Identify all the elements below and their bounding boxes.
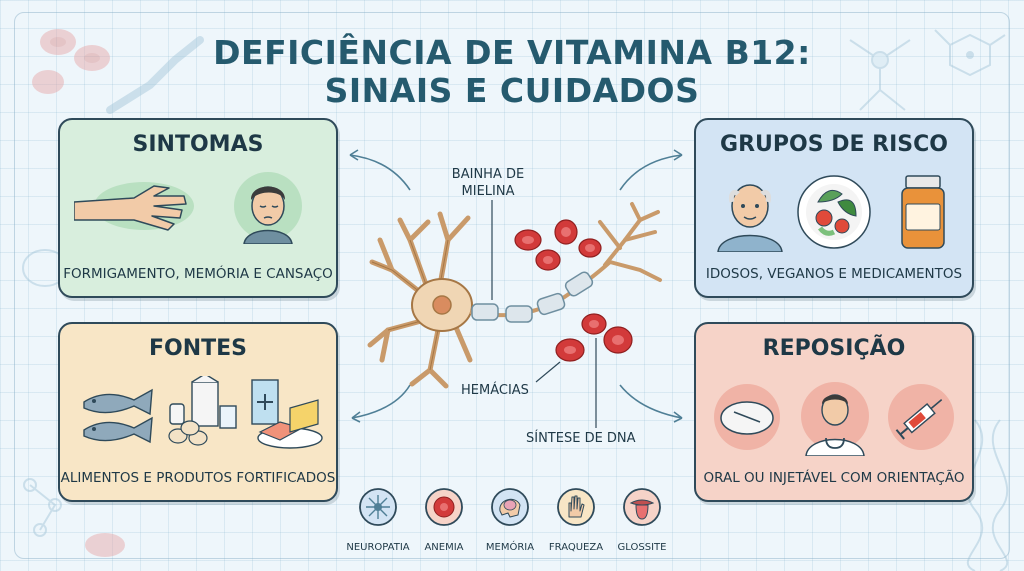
card-sintomas-title: SINTOMAS (132, 132, 264, 157)
card-fontes-caption: ALIMENTOS E PRODUTOS FORTIFICADOS (60, 470, 336, 486)
arrow-to-reposicao (619, 384, 683, 419)
salad-plate-icon (797, 175, 871, 249)
red-cell-icon (425, 488, 463, 526)
card-reposicao-title: REPOSIÇÃO (762, 336, 906, 361)
label-hemacias: HEMÁCIAS (461, 383, 529, 398)
page-frame (14, 12, 1010, 559)
card-fontes-title: FONTES (148, 336, 248, 361)
card-sintomas: SINTOMAS FORMIGAMENTO, MEMÓRIA E CANSAÇO (58, 118, 338, 298)
card-fontes: FONTES ALIMENTOS E PRODUTOS FORTIFICADOS (58, 322, 338, 502)
card-reposicao: REPOSIÇÃO ORAL OU INJETÁVEL COM ORIENTAÇ… (694, 322, 974, 502)
pill-icon (714, 384, 780, 450)
icon-label-glossite: GLOSSITE (617, 542, 667, 553)
fortified-products-icon (251, 379, 323, 449)
neuron-icon (359, 488, 397, 526)
card-grupos-title: GRUPOS DE RISCO (720, 132, 948, 157)
arrow-to-sintomas (349, 154, 411, 191)
card-reposicao-caption: ORAL OU INJETÁVEL COM ORIENTAÇÃO (703, 470, 965, 486)
brain-icon (491, 488, 529, 526)
doctor-icon (801, 382, 869, 456)
card-grupos-caption: IDOSOS, VEGANOS E MEDICAMENTOS (705, 266, 963, 282)
label-sintese-dna: SÍNTESE DE DNA (526, 431, 636, 446)
medicine-bottle-icon (901, 175, 945, 249)
label-bainha-line1: BAINHA DE (451, 167, 525, 182)
fish-icon (83, 388, 153, 444)
tongue-icon (623, 488, 661, 526)
elderly-person-icon (717, 184, 783, 252)
label-bainha-group: BAINHA DE MIELINA (448, 166, 528, 200)
icon-label-anemia: ANEMIA (424, 542, 464, 553)
page-title-line2: SINAIS E CUIDADOS (324, 71, 700, 110)
page-title-line1: DEFICIÊNCIA DE VITAMINA B12: (213, 33, 811, 72)
arrow-to-grupos (619, 154, 683, 191)
dairy-eggs-icon (168, 376, 237, 446)
tired-person-icon (234, 172, 302, 244)
arrow-to-fontes (351, 384, 411, 419)
card-sintomas-caption: FORMIGAMENTO, MEMÓRIA E CANSAÇO (63, 266, 333, 282)
syringe-icon (888, 384, 954, 450)
icon-label-neuropatia: NEUROPATIA (346, 542, 410, 553)
hand-icon (557, 488, 595, 526)
label-bainha-line2: MIELINA (461, 184, 515, 199)
tingling-hand-icon (74, 182, 194, 231)
icon-label-fraqueza: FRAQUEZA (548, 542, 604, 553)
icon-label-memoria: MEMÓRIA (485, 542, 535, 553)
card-grupos-de-risco: GRUPOS DE RISCO IDOSOS, VEGANOS E MEDICA… (694, 118, 974, 298)
